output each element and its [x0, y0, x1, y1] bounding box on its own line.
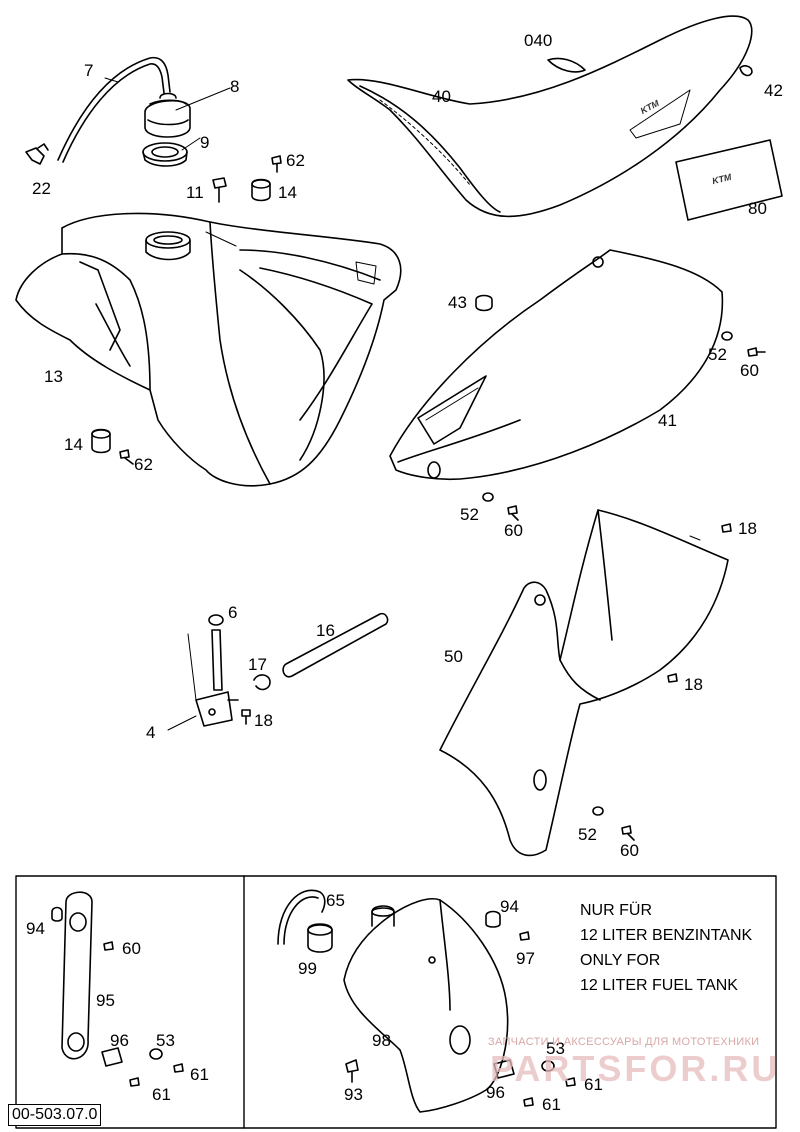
washers-bolts-right [482, 331, 766, 521]
label-61-lower: 61 [152, 1085, 171, 1104]
small-parts-right-box [345, 910, 576, 1107]
bracket [51, 891, 184, 1087]
spacer-43 [475, 294, 493, 312]
label-61-box-lower: 61 [542, 1095, 561, 1114]
label-53-box: 53 [546, 1039, 565, 1058]
label-9: 9 [200, 133, 210, 152]
label-040: 040 [524, 31, 553, 50]
label-94: 94 [26, 919, 45, 938]
fuel-pipe [282, 612, 389, 678]
label-18: 18 [738, 519, 757, 538]
label-53: 53 [156, 1031, 175, 1050]
note-line-3: ONLY FOR [580, 952, 661, 969]
small-parts-top [212, 155, 282, 203]
label-97: 97 [516, 949, 535, 968]
watermark-tagline: ЗАПЧАСТИ И АКСЕССУАРЫ ДЛЯ МОТОТЕХНИКИ [488, 1036, 760, 1048]
label-61: 61 [190, 1065, 209, 1084]
label-16: 16 [316, 621, 335, 640]
label-40: 40 [432, 87, 451, 106]
small-tank-cap [307, 923, 333, 953]
label-98: 98 [372, 1031, 391, 1050]
fuel-tap [167, 614, 239, 731]
label-60-low: 60 [620, 841, 639, 860]
decal [675, 139, 783, 221]
label-93: 93 [344, 1085, 363, 1104]
small-parts-mid-left [91, 428, 134, 465]
label-65: 65 [326, 891, 345, 910]
label-61-box: 61 [584, 1075, 603, 1094]
label-96-box: 96 [486, 1083, 505, 1102]
screw-18-tap [241, 709, 251, 725]
cap-gasket [142, 142, 188, 167]
label-52: 52 [708, 345, 727, 364]
note-line-2: 12 LITER BENZINTANK [580, 927, 753, 944]
label-43: 43 [448, 293, 467, 312]
note-line-4: 12 LITER FUEL TANK [580, 977, 738, 994]
label-60-box: 60 [122, 939, 141, 958]
watermark-logo: PARTSFOR.RU [490, 1048, 781, 1089]
label-22: 22 [32, 179, 51, 198]
small-tank-hose [277, 889, 326, 945]
label-52-low: 52 [578, 825, 597, 844]
label-18-cover: 18 [684, 675, 703, 694]
label-6: 6 [228, 603, 238, 622]
small-fuel-tank [343, 898, 509, 1113]
label-14-lower: 14 [64, 435, 83, 454]
label-17: 17 [248, 655, 267, 674]
label-14: 14 [278, 183, 297, 202]
label-60-mid: 60 [504, 521, 523, 540]
fuel-cap [144, 92, 191, 138]
fitment-note: NUR FÜR 12 LITER BENZINTANK ONLY FOR 12 … [580, 898, 752, 998]
label-4: 4 [146, 723, 156, 742]
label-8: 8 [230, 77, 240, 96]
label-42: 42 [764, 81, 783, 100]
label-52-mid: 52 [460, 505, 479, 524]
bolts-lower-right [592, 523, 732, 841]
seat [347, 15, 753, 218]
label-95: 95 [96, 991, 115, 1010]
note-line-1: NUR FÜR [580, 902, 652, 919]
bottom-frame [15, 875, 777, 1129]
diagram-code: 00-503.07.0 [8, 1104, 102, 1126]
label-11: 11 [186, 183, 204, 202]
label-60: 60 [740, 361, 759, 380]
label-96: 96 [110, 1031, 129, 1050]
label-13: 13 [44, 367, 63, 386]
label-99: 99 [298, 959, 317, 978]
breather-hose [57, 56, 171, 163]
label-62: 62 [286, 151, 305, 170]
fuel-tank [15, 212, 402, 487]
side-cover-upper [389, 249, 724, 481]
clip-17 [253, 674, 271, 691]
label-18-tap: 18 [254, 711, 273, 730]
label-41: 41 [658, 411, 677, 430]
side-cover-lower [439, 509, 729, 857]
label-80: 80 [748, 199, 767, 218]
label-62-lower: 62 [134, 455, 153, 474]
elbow-fitting [25, 143, 49, 165]
label-7: 7 [84, 61, 94, 80]
label-50: 50 [444, 647, 463, 666]
label-94-box: 94 [500, 897, 519, 916]
leaders-top-left [104, 77, 231, 151]
